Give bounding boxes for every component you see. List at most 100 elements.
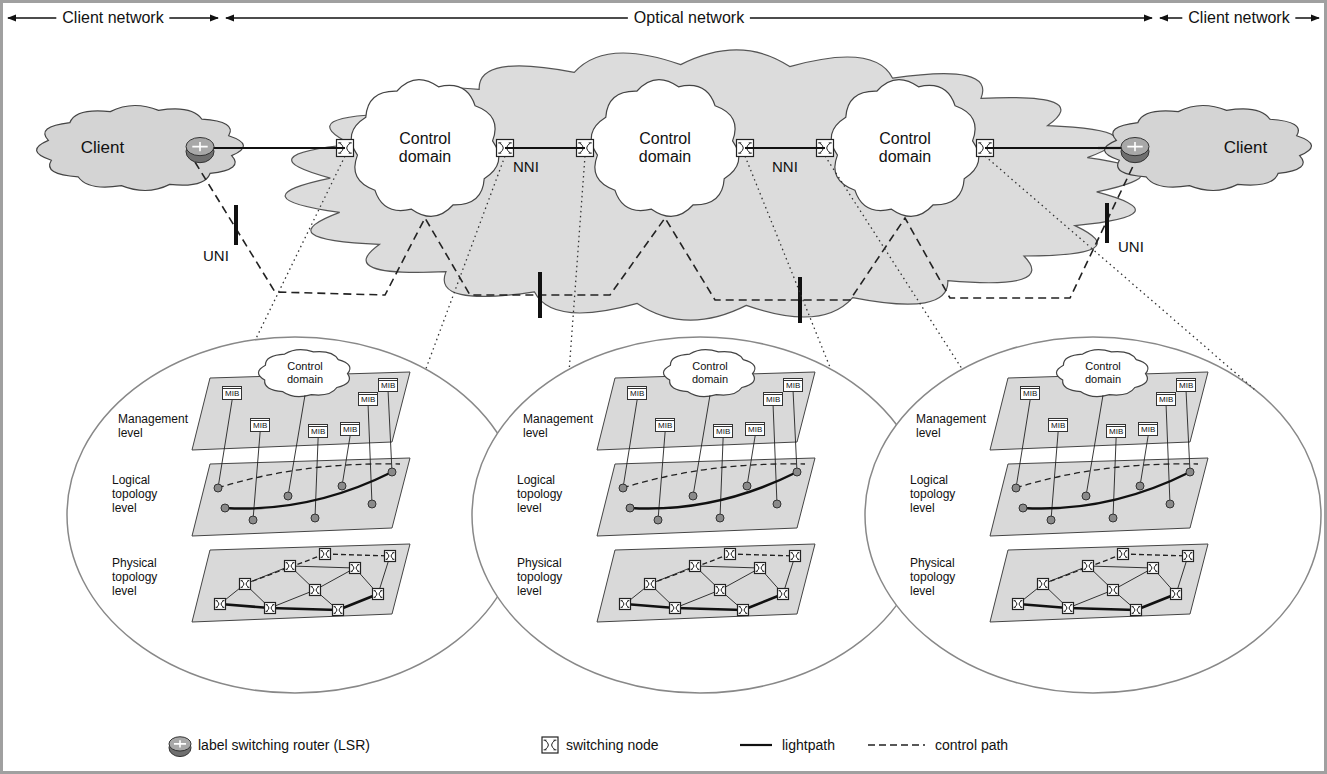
management-link — [793, 392, 797, 472]
physical-link — [695, 566, 760, 568]
physical-link — [1068, 590, 1113, 608]
physical-control-path — [1123, 554, 1188, 556]
lightpath-connector — [745, 147, 825, 149]
legend-dash-sample — [868, 744, 925, 746]
logical-node — [743, 482, 751, 490]
mib-label: MIB — [381, 381, 395, 391]
mib-label: MIB — [630, 389, 644, 399]
client-label: Client — [81, 138, 124, 158]
physical-control-path — [1043, 554, 1123, 584]
switching-node-symbol — [790, 551, 801, 562]
mib-box: MIB — [713, 424, 733, 438]
management-link — [315, 438, 318, 518]
switching-node-symbol — [1013, 599, 1024, 610]
level-label: Physical topology level — [517, 556, 577, 598]
logical-node — [773, 500, 781, 508]
management-link — [623, 400, 637, 488]
physical-lightpath — [675, 608, 743, 610]
mib-label: MIB — [766, 395, 780, 405]
management-link — [720, 438, 723, 518]
switching-node-symbol — [320, 549, 331, 560]
level-plane: Logical topology level — [908, 458, 1208, 536]
control-domain-cloud: Control domain — [255, 346, 355, 400]
cloud-text: Client — [81, 138, 124, 158]
management-link — [218, 400, 232, 488]
mib-box: MIB — [358, 392, 378, 406]
optical-network-cloud — [285, 50, 1142, 320]
domain-label: Control domain — [685, 360, 735, 385]
physical-link — [1088, 566, 1153, 568]
management-link — [1016, 400, 1030, 488]
cloud-text: Control domain — [280, 360, 330, 385]
mib-box: MIB — [308, 424, 328, 438]
mib-label: MIB — [253, 421, 267, 431]
logical-lightpath — [225, 472, 392, 509]
switching-node-symbol — [240, 579, 251, 590]
physical-control-path — [245, 554, 325, 584]
level-illustration — [1012, 392, 1198, 616]
logical-node — [1082, 492, 1090, 500]
switching-node-symbol — [373, 589, 384, 600]
logical-node — [619, 484, 627, 492]
cloud-text-area: Control domain — [255, 346, 355, 400]
logical-node — [214, 484, 222, 492]
mib-label: MIB — [1051, 421, 1065, 431]
logical-node — [311, 514, 319, 522]
logical-control-path — [623, 464, 805, 488]
zoom-leader — [745, 156, 831, 369]
switching-node-symbol — [1171, 589, 1182, 600]
plane-label-box: Logical topology level — [517, 473, 577, 515]
figure-label: NNI — [513, 158, 539, 176]
legend-text: label switching router (LSR) — [198, 736, 370, 754]
plane-label-box: Logical topology level — [910, 473, 970, 515]
level-label: Logical topology level — [517, 473, 577, 515]
zoom-leader — [255, 156, 345, 340]
mib-box: MIB — [378, 378, 398, 392]
lightpath-stub — [213, 147, 250, 149]
mib-box: MIB — [1176, 378, 1196, 392]
plane-label-box: Management level — [118, 412, 192, 440]
zoom-ellipse — [472, 337, 928, 693]
mib-label: MIB — [1179, 381, 1193, 391]
management-link — [747, 436, 755, 486]
logical-node — [1166, 500, 1174, 508]
plane-label-box: Management level — [523, 412, 597, 440]
plane-label-box: Management level — [916, 412, 990, 440]
zoom-leader — [985, 156, 1254, 389]
figure-label: NNI — [772, 158, 798, 176]
switching-node-symbol — [1083, 561, 1094, 572]
cloud-text-area: Control domain — [660, 346, 760, 400]
switching-node-symbol — [1183, 551, 1194, 562]
management-link — [1140, 436, 1148, 486]
logical-node — [388, 468, 396, 476]
legend-text: lightpath — [782, 736, 835, 754]
cloud-text: Control domain — [865, 130, 945, 167]
management-link — [342, 436, 350, 486]
physical-control-path — [730, 554, 795, 556]
mib-box: MIB — [340, 422, 360, 436]
switching-node-symbol — [285, 561, 296, 572]
mib-box: MIB — [655, 418, 675, 432]
plane-label-box: Logical topology level — [112, 473, 172, 515]
management-link — [1086, 395, 1103, 496]
zoom-leader — [825, 156, 962, 369]
management-link — [773, 406, 777, 504]
mib-box: MIB — [1106, 424, 1126, 438]
mib-label: MIB — [748, 425, 762, 435]
switching-node-symbol — [620, 599, 631, 610]
physical-lightpath — [220, 604, 270, 608]
physical-control-path — [325, 554, 390, 556]
mib-box: MIB — [1048, 418, 1068, 432]
switching-node-symbol — [385, 551, 396, 562]
switching-node-symbol — [715, 585, 726, 596]
zoom-ellipse — [865, 337, 1321, 693]
plane-label-box: Physical topology level — [112, 556, 172, 598]
mib-label: MIB — [1109, 427, 1123, 437]
mib-label: MIB — [1141, 425, 1155, 435]
switching-node-symbol — [1118, 549, 1129, 560]
cloud-text: Control domain — [625, 130, 705, 167]
zoom-leader — [569, 156, 585, 369]
switching-node-symbol — [542, 737, 558, 753]
physical-lightpath — [1068, 608, 1136, 610]
